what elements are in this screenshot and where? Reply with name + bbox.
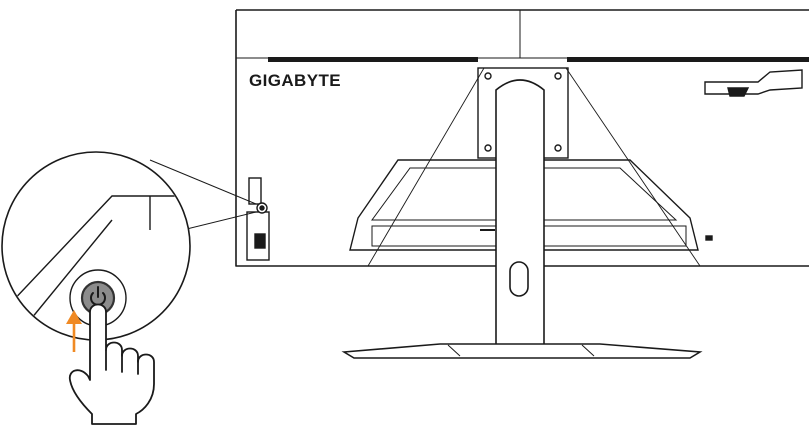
magnified-view	[1, 151, 191, 341]
power-button-location	[246, 177, 270, 261]
up-arrow-icon	[66, 310, 82, 352]
perspective-lines	[367, 67, 701, 267]
pointing-hand-icon	[68, 303, 155, 425]
top-vent-right	[567, 57, 809, 62]
stand-neck	[495, 79, 545, 351]
top-vent-left	[268, 57, 478, 62]
joystick-area	[704, 69, 803, 97]
brand-logo: GIGABYTE	[249, 71, 341, 90]
stand-base	[341, 343, 703, 359]
